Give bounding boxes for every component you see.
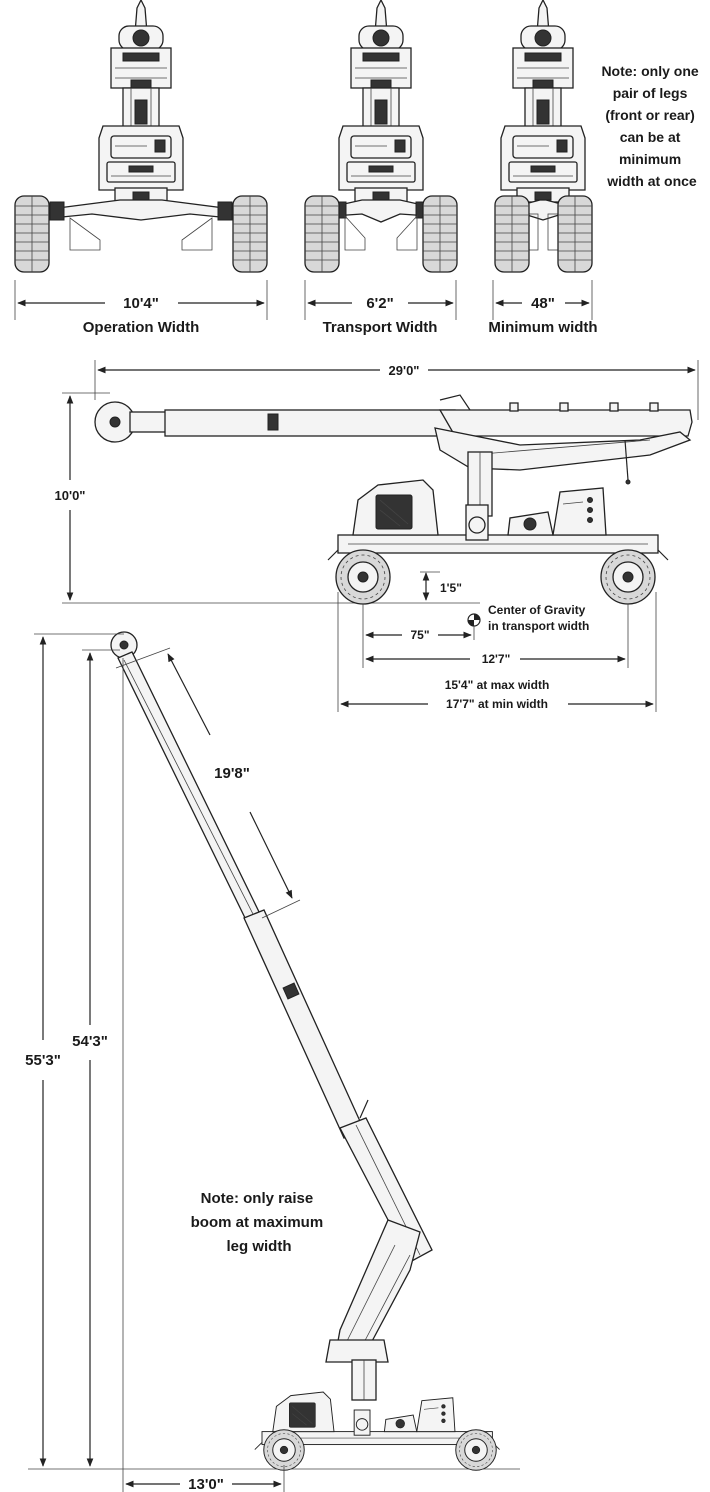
front-view-transport <box>304 0 458 273</box>
operation-width-dimension: 10'4" Operation Width <box>14 280 268 336</box>
reach-value: 13'0" <box>188 1476 224 1492</box>
operation-width-value: 10'4" <box>123 295 159 312</box>
ground-clearance-value: 1'5" <box>440 581 462 595</box>
minimum-width-caption: Minimum width <box>488 319 597 336</box>
wheelbase-value: 12'7" <box>482 652 511 666</box>
cog-distance-value: 75" <box>410 628 429 642</box>
cog-label-line-2: in transport width <box>488 619 589 633</box>
boom-section-value: 19'8" <box>214 765 250 782</box>
minimum-width-dimension: 48" Minimum width <box>488 280 598 336</box>
operation-width-caption: Operation Width <box>83 319 200 336</box>
front-view-operation <box>14 0 268 273</box>
overall-length-value: 29'0" <box>389 363 420 378</box>
center-of-gravity-icon <box>467 613 481 627</box>
cog-label-line-1: Center of Gravity <box>488 603 586 617</box>
transport-width-dimension: 6'2" Transport Width <box>304 280 457 336</box>
raise-boom-note: Note: only raise boom at maximum leg wid… <box>191 1190 328 1255</box>
leg-width-note: Note: only one pair of legs (front or re… <box>601 63 702 189</box>
height-value: 10'0" <box>55 488 86 503</box>
length-max-width-label: 15'4" at max width <box>445 678 550 692</box>
side-view-transport: 29'0" 10'0" 1'5" <box>55 360 699 712</box>
raised-boom-view: 19'8" 55'3" 54'3" 13'0" Note: only raise… <box>25 631 520 1492</box>
minimum-width-value: 48" <box>531 295 555 312</box>
tip-height-value: 55'3" <box>25 1052 61 1069</box>
front-view-minimum <box>494 0 593 273</box>
length-min-width-label: 17'7" at min width <box>446 697 548 711</box>
transport-width-value: 6'2" <box>366 295 393 312</box>
transport-width-caption: Transport Width <box>323 319 438 336</box>
sheave-height-value: 54'3" <box>72 1033 108 1050</box>
